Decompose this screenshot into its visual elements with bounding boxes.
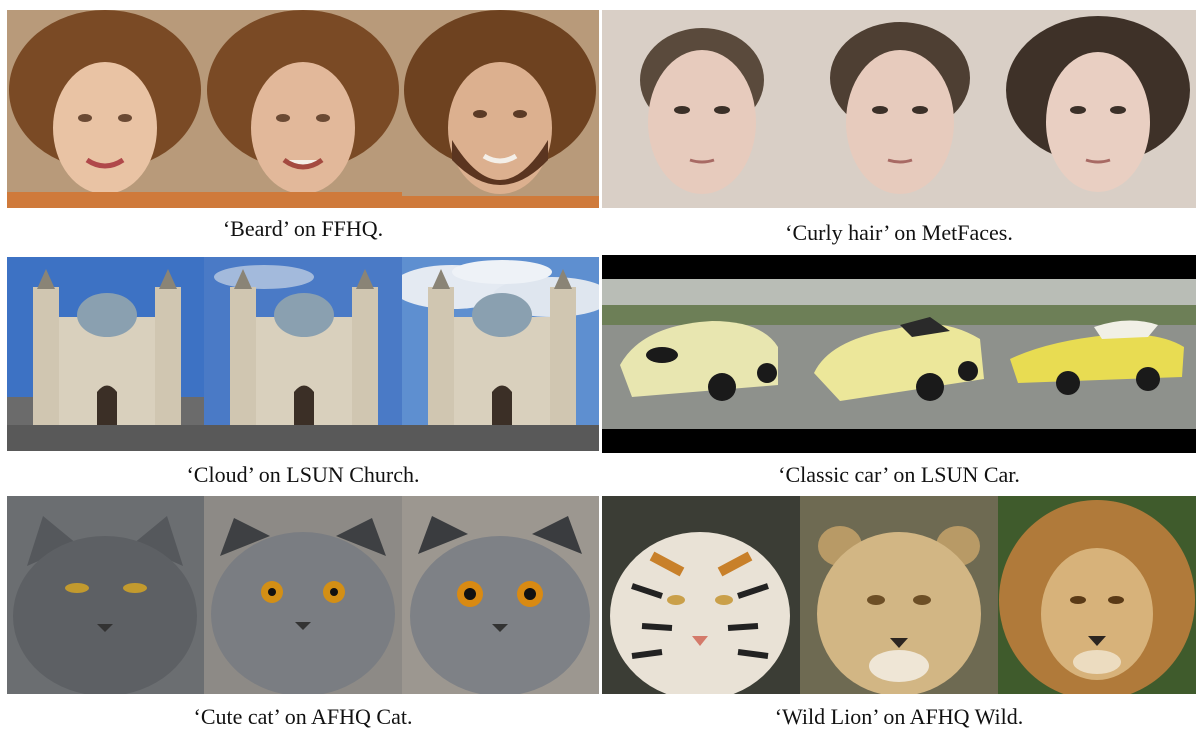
wild-image-2 — [800, 496, 998, 694]
car-image-3 — [998, 255, 1196, 453]
cat-caption: ‘Cute cat’ on AFHQ Cat. — [193, 704, 413, 729]
wild-image-3 — [998, 496, 1196, 694]
metfaces-image-2 — [800, 10, 998, 208]
wild-caption: ‘Wild Lion’ on AFHQ Wild. — [774, 704, 1024, 729]
church-image-2 — [204, 257, 402, 451]
car-image-1 — [602, 255, 800, 453]
wild-panel — [602, 496, 1196, 694]
cat-panel — [7, 496, 599, 694]
church-panel — [7, 257, 599, 451]
church-image-3 — [402, 257, 599, 451]
cat-image-3 — [402, 496, 599, 694]
car-image-2 — [800, 255, 998, 453]
ffhq-image-3 — [402, 10, 599, 208]
wild-image-1 — [602, 496, 800, 694]
church-image-1 — [7, 257, 204, 451]
ffhq-image-2 — [204, 10, 402, 208]
cat-image-1 — [7, 496, 204, 694]
cat-image-2 — [204, 496, 402, 694]
metfaces-panel — [602, 10, 1196, 208]
ffhq-caption: ‘Beard’ on FFHQ. — [222, 216, 384, 241]
car-caption: ‘Classic car’ on LSUN Car. — [778, 462, 1020, 487]
car-panel — [602, 255, 1196, 453]
metfaces-image-3 — [998, 10, 1196, 208]
ffhq-image-1 — [7, 10, 204, 208]
ffhq-panel — [7, 10, 599, 208]
metfaces-caption: ‘Curly hair’ on MetFaces. — [785, 220, 1013, 245]
metfaces-image-1 — [602, 10, 800, 208]
church-caption: ‘Cloud’ on LSUN Church. — [186, 462, 420, 487]
